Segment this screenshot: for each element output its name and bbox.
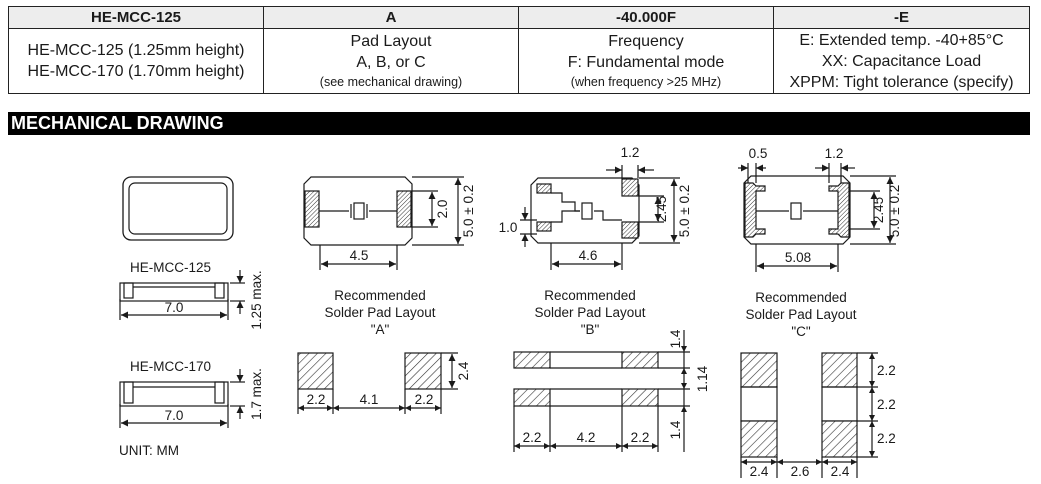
dim-c-right-pad: 1.2: [825, 146, 844, 161]
model-line: HE-MCC-125 (1.25mm height): [27, 42, 245, 59]
rec-c-line1: Recommended: [755, 290, 847, 305]
dim-a-width: 4.5: [350, 248, 369, 263]
pad-b-top-height: 1.4: [668, 329, 683, 348]
solder-pad-b: [513, 330, 690, 452]
cell-frequency: Frequency F: Fundamental mode (when freq…: [518, 28, 774, 94]
rec-a-line1: Recommended: [334, 288, 426, 303]
package-a-view: [303, 176, 464, 270]
pad-note: (see mechanical drawing): [319, 74, 463, 89]
dim-b-pad-width: 1.2: [621, 145, 640, 160]
rec-a-letter: "A": [371, 322, 390, 337]
pad-a-w1: 2.2: [307, 392, 326, 407]
dim-height-125: 1.25 max.: [249, 270, 264, 329]
dim-c-inner-height: 2.45: [871, 197, 886, 223]
pad-a-height: 2.4: [456, 361, 471, 380]
unit-label: UNIT: MM: [119, 443, 179, 458]
rec-b-letter: "B": [581, 322, 600, 337]
pad-line: A, B, or C: [356, 53, 426, 71]
freq-line: Frequency: [608, 32, 684, 50]
option-line: XX: Capacitance Load: [821, 52, 982, 70]
section-title: MECHANICAL DRAWING: [8, 112, 1030, 135]
pad-c-gap: 2.6: [791, 464, 810, 479]
solder-pad-c: [740, 352, 878, 478]
pad-b-mid-height: 1.14: [695, 365, 710, 392]
dim-b-outer-height: 5.0 ± 0.2: [677, 185, 692, 237]
rec-b-line1: Recommended: [544, 288, 636, 303]
header-pad: A: [263, 6, 519, 29]
pad-c-h1: 2.2: [877, 363, 896, 378]
dim-c-outer-height: 5.0 ± 0.2: [887, 185, 902, 237]
package-top-view: [122, 176, 234, 241]
option-line: E: Extended temp. -40+85°C: [799, 31, 1004, 49]
freq-line: F: Fundamental mode: [567, 53, 725, 71]
label-he-mcc-170: HE-MCC-170: [130, 359, 211, 374]
dim-length-170: 7.0: [165, 408, 184, 423]
pad-b-gap: 4.2: [577, 430, 596, 445]
side-view-125: [119, 270, 245, 320]
pad-line: Pad Layout: [350, 32, 432, 50]
pad-b-w1: 2.2: [523, 430, 542, 445]
dim-b-width: 4.6: [579, 248, 598, 263]
ordering-body-row: HE-MCC-125 (1.25mm height) HE-MCC-170 (1…: [8, 28, 1030, 94]
dim-a-inner-height: 2.0: [435, 200, 450, 219]
rec-a-line2: Solder Pad Layout: [324, 305, 435, 320]
rec-b-line2: Solder Pad Layout: [534, 305, 645, 320]
ordering-table: HE-MCC-125 A -40.000F -E HE-MCC-125 (1.2…: [8, 6, 1030, 94]
cell-model: HE-MCC-125 (1.25mm height) HE-MCC-170 (1…: [8, 28, 264, 94]
pad-b-w2: 2.2: [631, 430, 650, 445]
solder-pad-a: [297, 352, 458, 414]
model-line: HE-MCC-170 (1.70mm height): [27, 63, 245, 80]
pad-b-bottom-height: 1.4: [668, 420, 683, 439]
header-model: HE-MCC-125: [8, 6, 264, 29]
side-view-170: [119, 369, 245, 428]
label-he-mcc-125: HE-MCC-125: [130, 260, 211, 275]
pad-c-w2: 2.4: [831, 464, 850, 479]
option-line: XPPM: Tight tolerance (specify): [789, 73, 1014, 91]
package-b-view: [520, 165, 680, 270]
dim-c-width: 5.08: [785, 250, 811, 265]
pad-a-gap: 4.1: [360, 392, 379, 407]
dim-b-inner-height: 2.45: [654, 196, 669, 222]
dim-b-left-height: 1.0: [499, 220, 518, 235]
pad-c-h2: 2.2: [877, 397, 896, 412]
pad-a-w2: 2.2: [415, 392, 434, 407]
dim-c-left-pad: 0.5: [749, 146, 768, 161]
cell-pad: Pad Layout A, B, or C (see mechanical dr…: [263, 28, 519, 94]
rec-c-letter: "C": [791, 324, 811, 339]
pad-c-w1: 2.4: [750, 464, 769, 479]
dim-a-outer-height: 5.0 ± 0.2: [461, 185, 476, 237]
package-c-view: [738, 163, 896, 272]
cell-options: E: Extended temp. -40+85°C XX: Capacitan…: [773, 28, 1030, 94]
pad-c-h3: 2.2: [877, 431, 896, 446]
dim-height-170: 1.7 max.: [249, 368, 264, 420]
dim-length-125: 7.0: [165, 300, 184, 315]
rec-c-line2: Solder Pad Layout: [745, 307, 856, 322]
freq-note: (when frequency >25 MHz): [570, 74, 722, 89]
